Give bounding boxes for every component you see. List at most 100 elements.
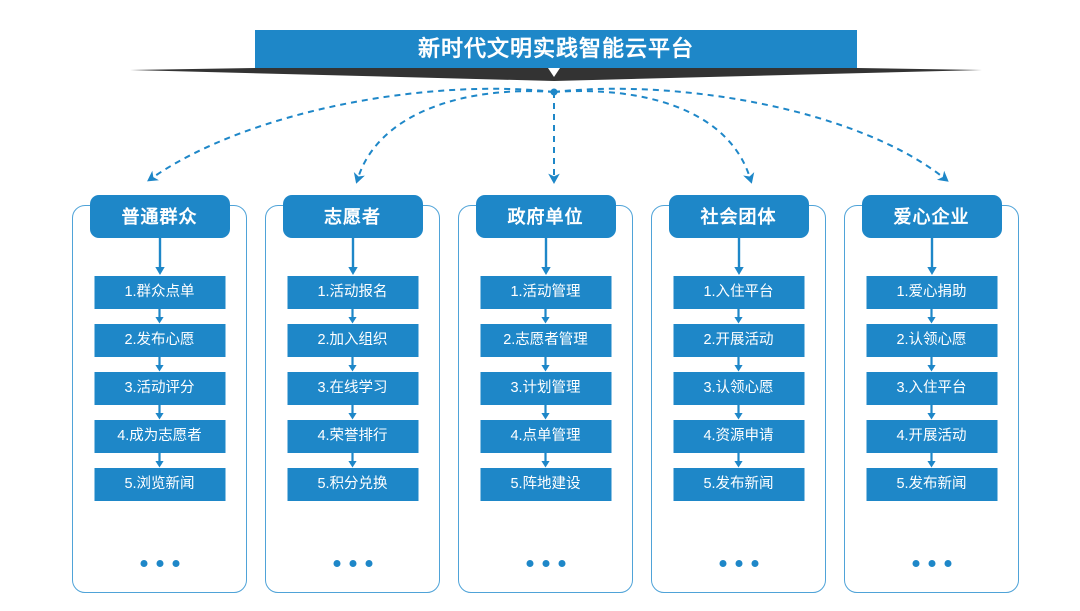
title-shadow-banner <box>130 68 982 81</box>
list-item[interactable]: 2.加入组织 <box>287 324 418 357</box>
list-item-label: 3.认领心愿 <box>703 380 774 397</box>
list-item-label: 1.群众点单 <box>124 284 195 301</box>
list-item[interactable]: 4.点单管理 <box>480 420 611 453</box>
list-item-label: 2.加入组织 <box>317 332 388 349</box>
ellipsis-dot <box>735 560 742 567</box>
list-item-label: 2.开展活动 <box>703 332 774 349</box>
more-items-ellipsis <box>719 560 758 567</box>
column-item-list: 1.群众点单 2.发布心愿 3.活动评分 4.成为志愿者 5.浏览新闻 <box>94 276 225 501</box>
column-header-label: 社会团体 <box>700 206 777 227</box>
flow-arrow-icon <box>155 405 164 420</box>
list-item[interactable]: 3.计划管理 <box>480 372 611 405</box>
list-item-label: 3.计划管理 <box>510 380 581 397</box>
list-item-label: 4.开展活动 <box>896 428 967 445</box>
column-header-social-group[interactable]: 社会团体 <box>668 195 809 238</box>
list-item[interactable]: 4.荣誉排行 <box>287 420 418 453</box>
list-item-label: 5.发布新闻 <box>896 476 967 493</box>
connector-to-col-2 <box>353 90 555 184</box>
column-header-label: 普通群众 <box>121 206 198 227</box>
list-item[interactable]: 2.发布心愿 <box>94 324 225 357</box>
list-item-label: 2.志愿者管理 <box>503 332 588 349</box>
column-header-label: 政府单位 <box>507 206 584 227</box>
ellipsis-dot <box>333 560 340 567</box>
ellipsis-dot <box>558 560 565 567</box>
column-header-volunteer[interactable]: 志愿者 <box>282 195 423 238</box>
list-item-label: 5.积分兑换 <box>317 476 388 493</box>
header-flow-arrow-icon <box>347 238 358 275</box>
list-item[interactable]: 2.志愿者管理 <box>480 324 611 357</box>
column-header-caring-enterprise[interactable]: 爱心企业 <box>861 195 1002 238</box>
column-item-list: 1.爱心捐助 2.认领心愿 3.入住平台 4.开展活动 5.发布新闻 <box>866 276 997 501</box>
flow-connector <box>480 405 611 420</box>
flow-arrow-icon <box>348 453 357 468</box>
flow-connector <box>866 309 997 324</box>
flow-arrow-icon <box>927 309 936 324</box>
ellipsis-dot <box>140 560 147 567</box>
flow-arrow-icon <box>541 405 550 420</box>
ellipsis-dot <box>156 560 163 567</box>
flow-arrow-icon <box>155 453 164 468</box>
connector-to-col-1 <box>147 87 555 182</box>
flow-arrow-icon <box>155 357 164 372</box>
flow-arrow-icon <box>927 357 936 372</box>
list-item-label: 3.入住平台 <box>896 380 967 397</box>
ellipsis-dot <box>751 560 758 567</box>
list-item[interactable]: 4.成为志愿者 <box>94 420 225 453</box>
header-flow-arrow-icon <box>733 238 744 275</box>
list-item-label: 4.点单管理 <box>510 428 581 445</box>
list-item[interactable]: 5.积分兑换 <box>287 468 418 501</box>
column-government-unit: 政府单位 1.活动管理 2.志愿者管理 3.计划管理 4.点单管理 5.阵地建设 <box>458 195 633 593</box>
flow-connector <box>480 309 611 324</box>
flow-arrow-icon <box>541 357 550 372</box>
flow-arrow-icon <box>348 309 357 324</box>
flow-arrow-icon <box>927 453 936 468</box>
flow-arrow-icon <box>734 309 743 324</box>
list-item-label: 5.浏览新闻 <box>124 476 195 493</box>
list-item[interactable]: 3.认领心愿 <box>673 372 804 405</box>
more-items-ellipsis <box>912 560 951 567</box>
list-item[interactable]: 5.浏览新闻 <box>94 468 225 501</box>
ellipsis-dot <box>365 560 372 567</box>
list-item[interactable]: 1.活动报名 <box>287 276 418 309</box>
column-header-government-unit[interactable]: 政府单位 <box>475 195 616 238</box>
list-item[interactable]: 5.阵地建设 <box>480 468 611 501</box>
list-item[interactable]: 5.发布新闻 <box>673 468 804 501</box>
flow-connector <box>866 405 997 420</box>
flow-arrow-icon <box>734 405 743 420</box>
flow-connector <box>673 405 804 420</box>
column-volunteer: 志愿者 1.活动报名 2.加入组织 3.在线学习 4.荣誉排行 5.积分兑换 <box>265 195 440 593</box>
list-item[interactable]: 1.入住平台 <box>673 276 804 309</box>
flow-connector <box>673 453 804 468</box>
connector-to-col-5 <box>553 87 949 182</box>
flow-connector <box>480 357 611 372</box>
list-item[interactable]: 4.开展活动 <box>866 420 997 453</box>
list-item[interactable]: 2.开展活动 <box>673 324 804 357</box>
ellipsis-dot <box>349 560 356 567</box>
list-item[interactable]: 3.活动评分 <box>94 372 225 405</box>
more-items-ellipsis <box>140 560 179 567</box>
list-item-label: 4.荣誉排行 <box>317 428 388 445</box>
header-flow-arrow-icon <box>540 238 551 275</box>
flow-arrow-icon <box>734 357 743 372</box>
list-item-label: 5.阵地建设 <box>510 476 581 493</box>
flow-connector <box>94 453 225 468</box>
flow-connector <box>287 453 418 468</box>
column-header-label: 志愿者 <box>324 206 381 227</box>
list-item[interactable]: 5.发布新闻 <box>866 468 997 501</box>
page-title: 新时代文明实践智能云平台 <box>417 36 694 61</box>
flow-arrow-icon <box>927 405 936 420</box>
list-item[interactable]: 1.活动管理 <box>480 276 611 309</box>
flow-arrow-icon <box>734 453 743 468</box>
list-item[interactable]: 1.爱心捐助 <box>866 276 997 309</box>
column-item-list: 1.入住平台 2.开展活动 3.认领心愿 4.资源申请 5.发布新闻 <box>673 276 804 501</box>
list-item[interactable]: 4.资源申请 <box>673 420 804 453</box>
column-caring-enterprise: 爱心企业 1.爱心捐助 2.认领心愿 3.入住平台 4.开展活动 5.发布新闻 <box>844 195 1019 593</box>
list-item[interactable]: 2.认领心愿 <box>866 324 997 357</box>
list-item[interactable]: 3.入住平台 <box>866 372 997 405</box>
list-item[interactable]: 3.在线学习 <box>287 372 418 405</box>
flow-connector <box>287 405 418 420</box>
column-header-ordinary-public[interactable]: 普通群众 <box>89 195 230 238</box>
list-item[interactable]: 1.群众点单 <box>94 276 225 309</box>
ellipsis-dot <box>719 560 726 567</box>
list-item-label: 3.在线学习 <box>317 380 388 397</box>
